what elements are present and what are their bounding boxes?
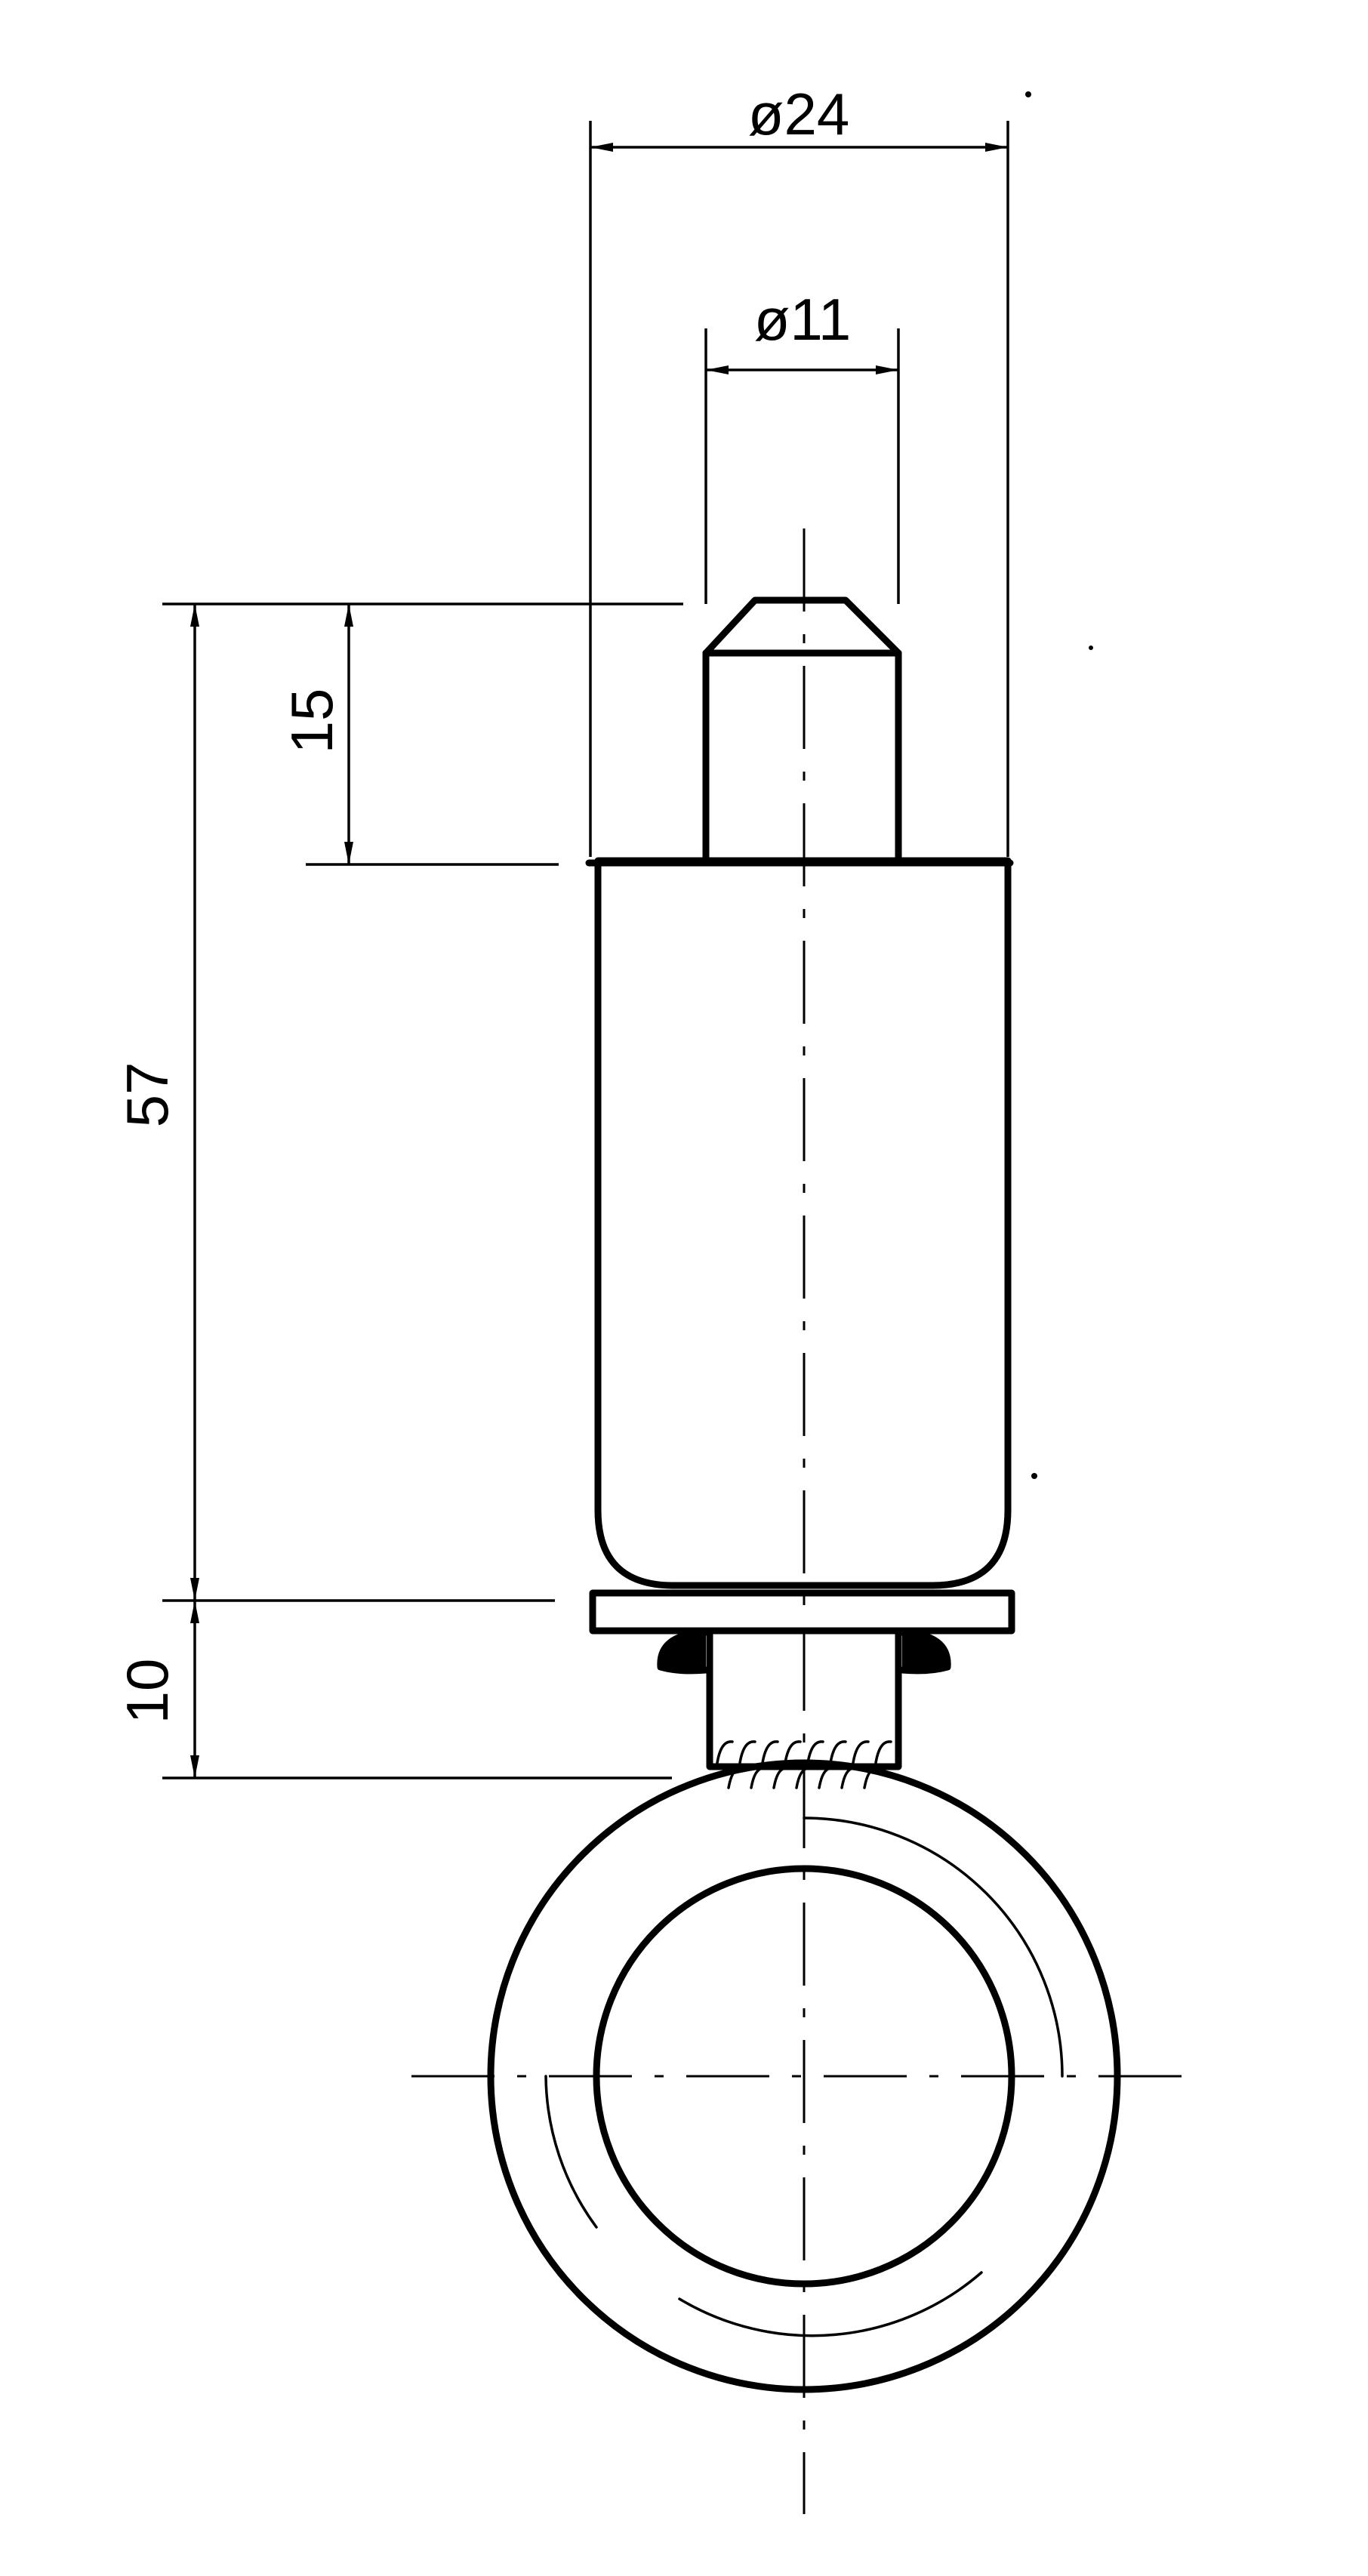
ring — [487, 1759, 1121, 2393]
ring-highlight-left — [544, 2075, 598, 2229]
dimension-pin-diameter: ø11 — [704, 286, 900, 604]
neck-stem — [706, 1627, 902, 1770]
pin-diameter-label: ø11 — [754, 286, 852, 353]
dimension-pin-length: 15 — [162, 602, 683, 866]
scan-specks — [1025, 91, 1093, 1479]
right-weld-bead — [898, 1628, 951, 1675]
pin-length-label: 15 — [279, 689, 345, 754]
left-weld-bead — [657, 1628, 710, 1675]
outer-diameter-label: ø24 — [748, 81, 849, 147]
collar — [589, 1589, 1015, 1789]
dimension-collar-length: 10 — [114, 1601, 672, 1779]
body-outline — [594, 857, 1012, 1589]
center-lines — [411, 528, 1189, 2514]
plunger-body — [585, 857, 1014, 1589]
dimension-body-length: 57 — [114, 604, 555, 1602]
ring-highlight-lower — [678, 2271, 983, 2337]
ring-highlight-upper — [803, 1816, 1064, 2078]
dimension-outer-diameter: ø24 — [589, 81, 1009, 857]
pin-chamfer — [702, 596, 902, 657]
collar-length-label: 10 — [114, 1659, 180, 1724]
weld-hatching — [716, 1740, 892, 1789]
ring-outer — [487, 1759, 1121, 2393]
pin-tip — [702, 596, 902, 864]
body-length-label: 57 — [114, 1062, 180, 1128]
washer-plate — [589, 1589, 1015, 1635]
ring-inner — [593, 1865, 1015, 2288]
